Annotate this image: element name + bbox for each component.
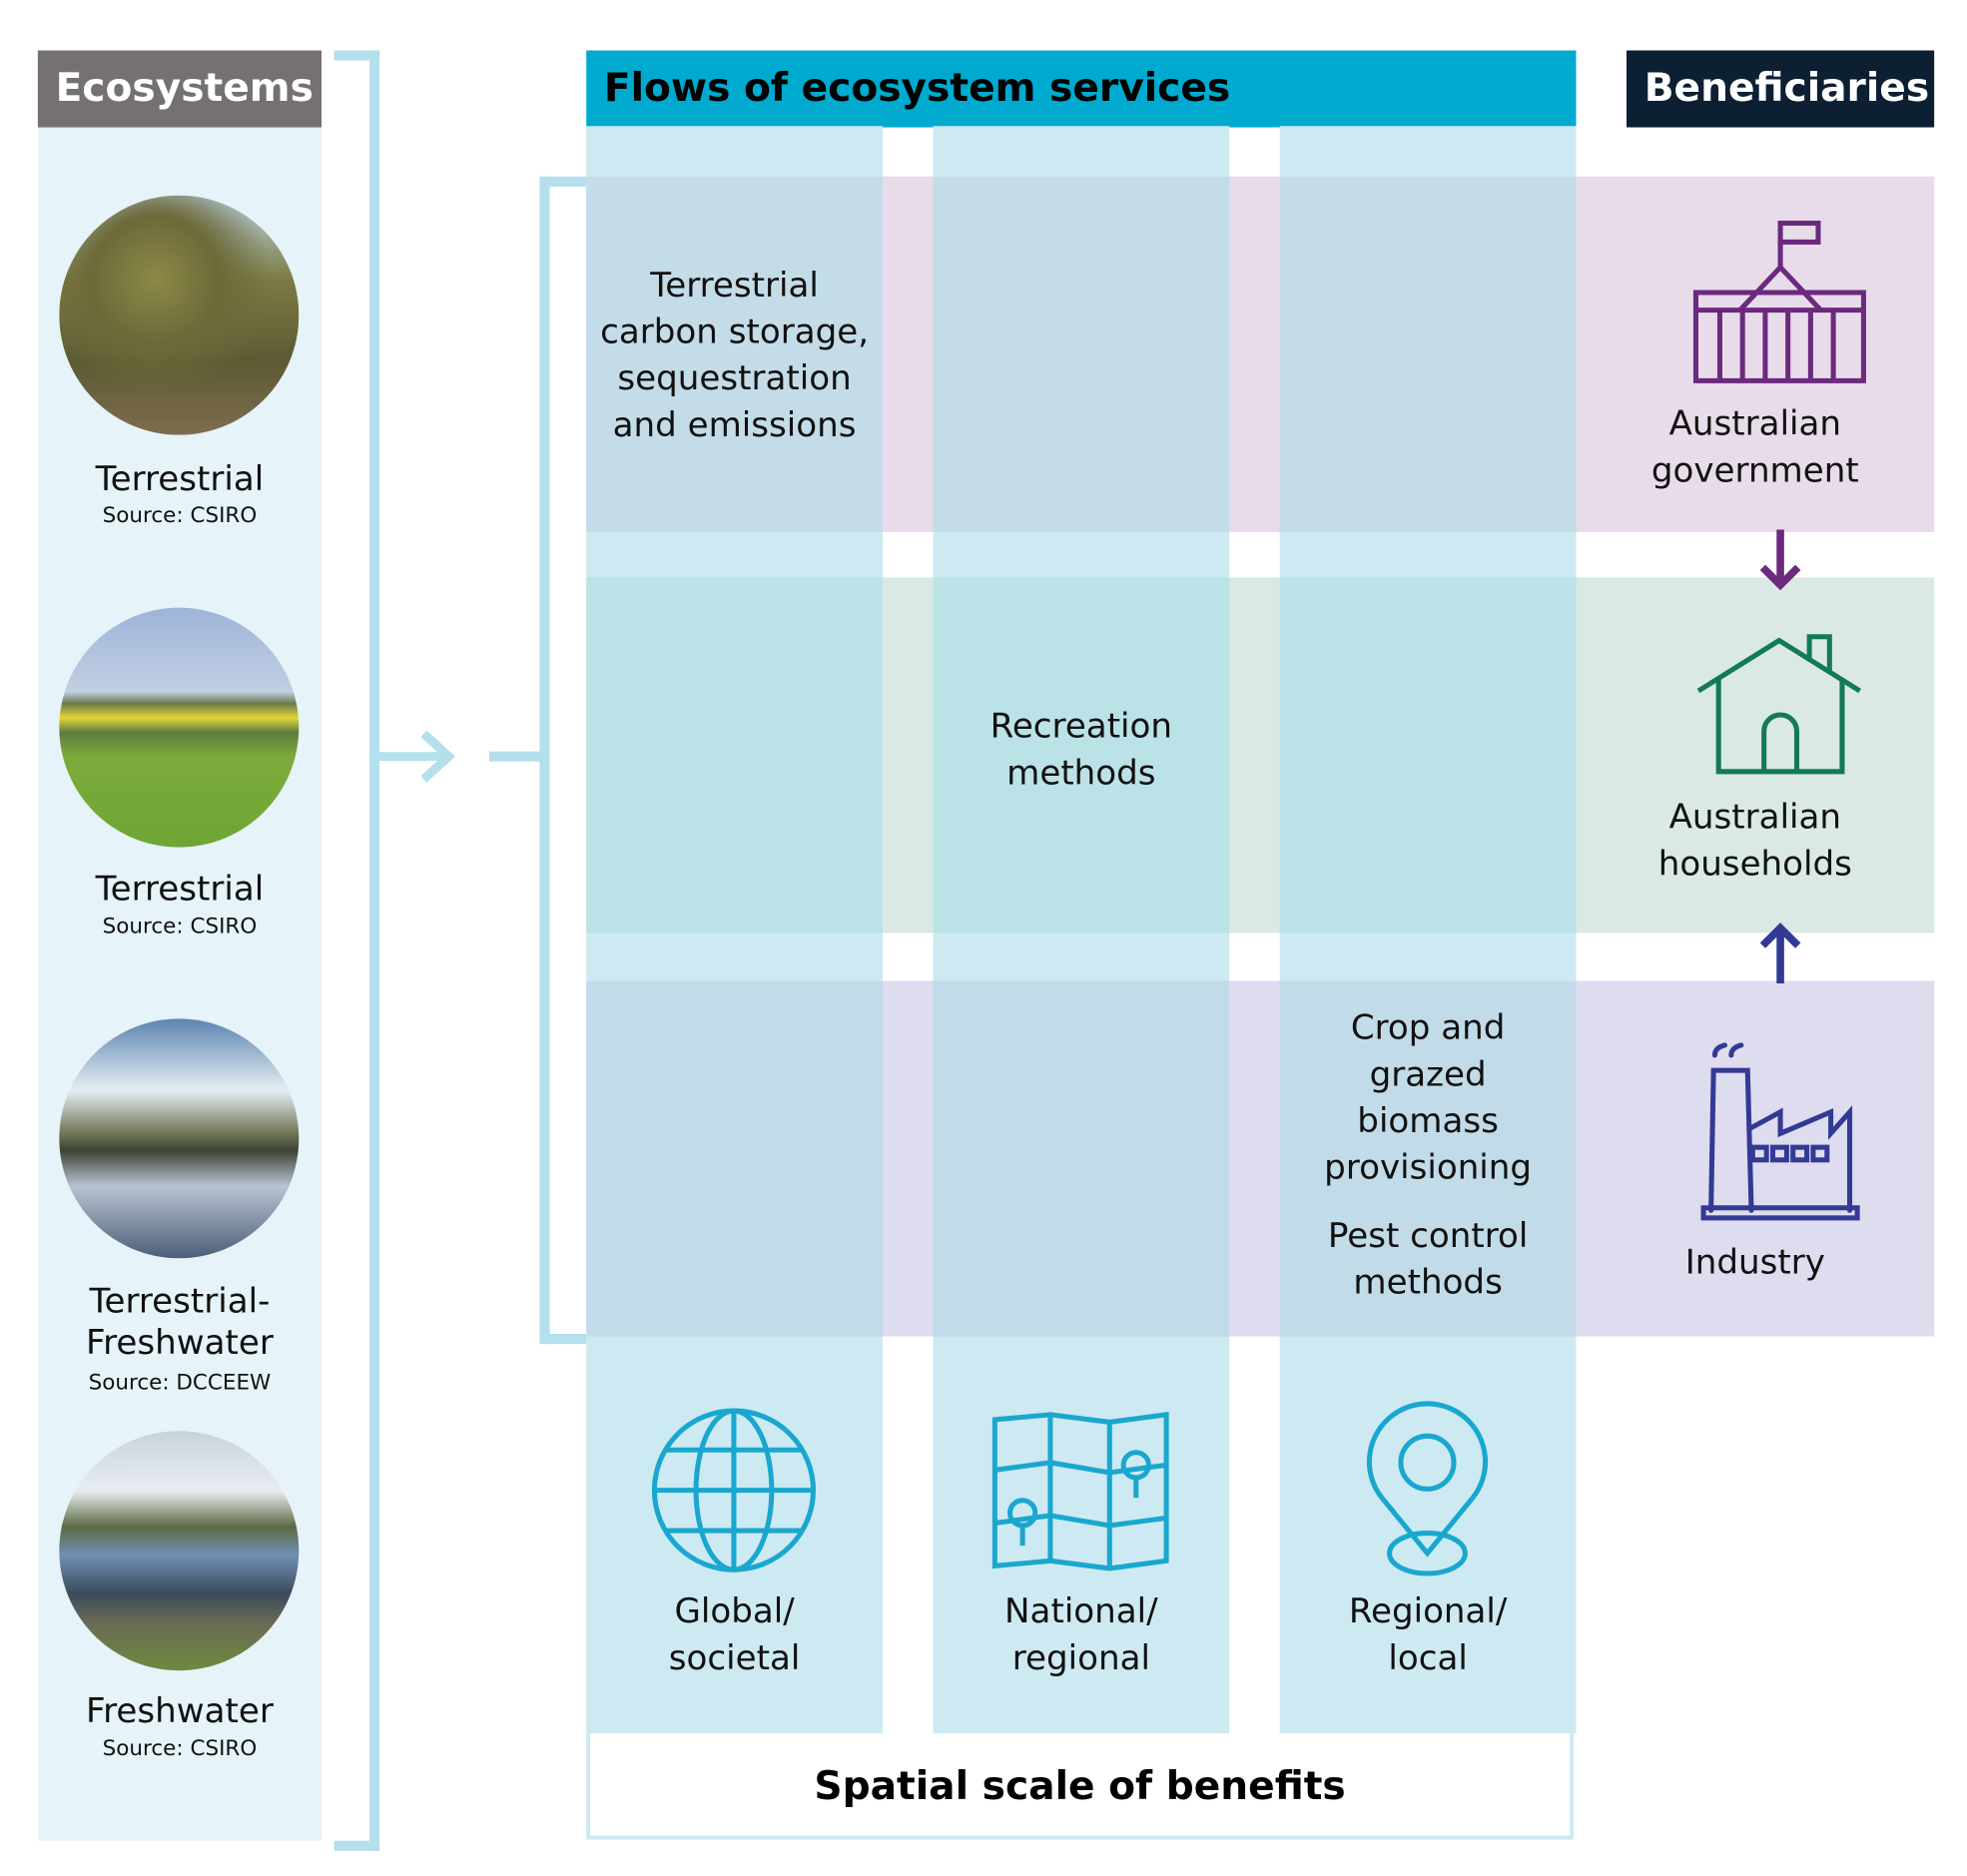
scale-label: Global/ societal: [586, 1588, 883, 1681]
service-text: Crop and: [1350, 1008, 1506, 1048]
service-text: and emissions: [612, 405, 857, 445]
cell: [1279, 176, 1577, 532]
service-crop-biomass: Crop and grazed biomass provisioning: [1280, 1004, 1577, 1191]
service-text: Recreation: [989, 707, 1173, 747]
row-government: [586, 176, 1935, 532]
cell: [586, 980, 883, 1337]
service-text: methods: [1006, 754, 1156, 794]
scale-text: local: [1388, 1638, 1468, 1678]
ecosystem-label: Freshwater: [85, 1323, 274, 1364]
arrow-right-icon: [377, 730, 456, 783]
cell: [933, 577, 1230, 934]
arrow-down-icon: [1759, 529, 1801, 591]
ecosystem-label: Terrestrial-: [89, 1282, 271, 1322]
connector-line: [488, 751, 543, 762]
service-text: carbon storage,: [600, 313, 870, 352]
service-text: Terrestrial: [650, 266, 819, 306]
row-industry: [586, 980, 1935, 1337]
house-icon: [1696, 634, 1861, 775]
row-households: [586, 577, 1935, 934]
scale-text: Global/: [674, 1591, 795, 1632]
ecosystem-label: Terrestrial: [95, 870, 265, 910]
factory-icon: [1700, 1042, 1860, 1221]
spatial-scale-footer: Spatial scale of benefits: [586, 1733, 1574, 1840]
freshwater-river-photo: [59, 1431, 300, 1671]
service-text: grazed: [1369, 1054, 1487, 1095]
scale-text: Regional/: [1348, 1591, 1508, 1632]
beneficiary-label: Australian households: [1577, 795, 1935, 888]
service-text: Pest control: [1327, 1216, 1529, 1256]
ecosystems-bracket: [333, 50, 380, 1851]
ecosystem-source: Source: CSIRO: [102, 502, 258, 529]
ecosystem-source: Source: CSIRO: [102, 1735, 258, 1762]
service-carbon: Terrestrial carbon storage, sequestratio…: [586, 263, 883, 449]
map-icon: [991, 1411, 1169, 1571]
service-pest-control: Pest control methods: [1280, 1213, 1577, 1306]
scale-text: societal: [668, 1638, 801, 1678]
cell: [933, 980, 1230, 1337]
location-pin-icon: [1366, 1401, 1489, 1576]
ecosystem-source: Source: CSIRO: [102, 914, 258, 939]
cell: [1279, 980, 1577, 1337]
cell: [1279, 577, 1577, 934]
ecosystem-source: Source: DCCEEW: [88, 1370, 272, 1396]
services-bracket: [539, 176, 587, 1345]
terrestrial-farmland-photo: [59, 607, 300, 848]
terrestrial-woodland-photo: [59, 195, 300, 435]
service-text: biomass: [1357, 1101, 1499, 1141]
cell: [586, 577, 883, 934]
scale-label: Regional/ local: [1280, 1588, 1577, 1681]
service-text: provisioning: [1324, 1148, 1533, 1188]
beneficiary-text: government: [1650, 451, 1859, 491]
beneficiary-text: households: [1657, 845, 1852, 885]
ecosystem-label: Freshwater: [85, 1691, 274, 1731]
beneficiary-text: Australian: [1668, 404, 1842, 444]
beneficiary-text: Australian: [1668, 798, 1842, 838]
beneficiaries-header: Beneficiaries: [1627, 50, 1935, 128]
scale-label: National/ regional: [933, 1588, 1229, 1681]
scale-text: regional: [1011, 1638, 1150, 1678]
globe-icon: [651, 1408, 817, 1572]
ecosystem-label: Terrestrial: [95, 459, 265, 500]
parliament-icon: [1692, 220, 1866, 383]
cell: [586, 176, 883, 532]
service-text: sequestration: [617, 358, 852, 399]
cell: [933, 176, 1230, 532]
scale-text: National/: [1004, 1591, 1158, 1632]
spatial-scale-title: Spatial scale of benefits: [814, 1763, 1346, 1810]
service-recreation: Recreation methods: [933, 704, 1229, 797]
ecosystems-header: Ecosystems: [37, 50, 323, 128]
flows-header: Flows of ecosystem services: [586, 50, 1577, 128]
beneficiary-label: Australian government: [1577, 401, 1935, 494]
terrestrial-freshwater-photo: [59, 1018, 300, 1259]
service-text: methods: [1353, 1263, 1503, 1303]
arrow-up-icon: [1759, 923, 1801, 983]
beneficiary-label: Industry: [1684, 1243, 1825, 1283]
